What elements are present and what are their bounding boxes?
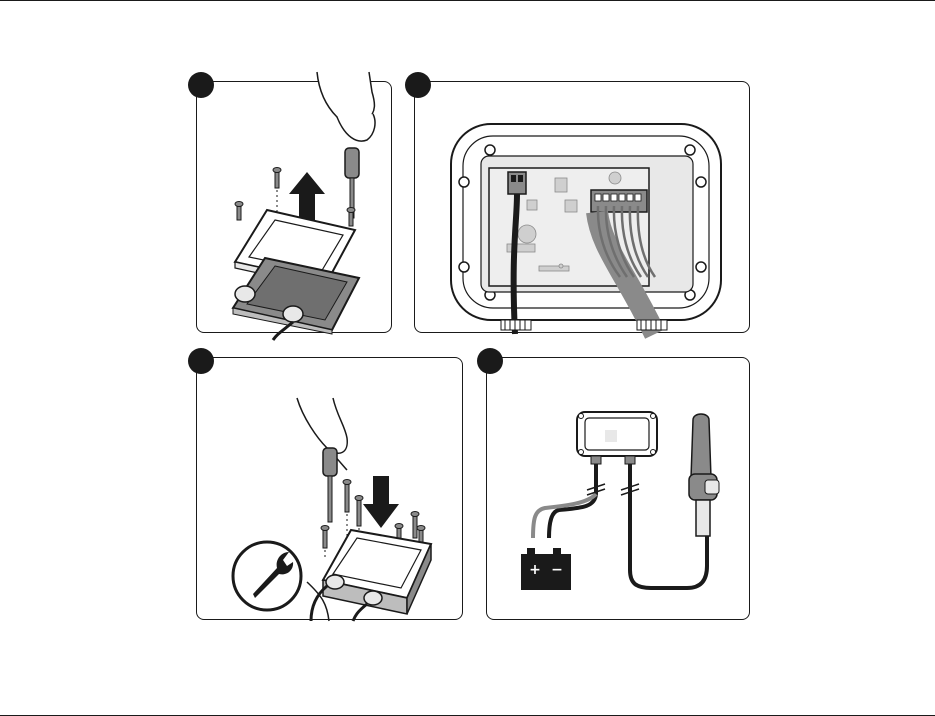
cable <box>353 604 367 621</box>
panel-remove-lid <box>196 81 392 333</box>
cable <box>273 322 293 340</box>
arrow-down-icon <box>363 476 399 528</box>
refit-lid-illustration <box>197 358 464 621</box>
cable-gland <box>501 320 667 330</box>
cable-gland <box>283 306 303 322</box>
battery-antenna-illustration: + − <box>487 358 751 621</box>
step-marker <box>188 348 214 374</box>
hand-icon <box>297 398 347 453</box>
wrench-icon <box>233 542 301 610</box>
step-marker <box>477 348 503 374</box>
antenna-icon <box>691 414 711 478</box>
panel-wire-terminals <box>414 81 750 333</box>
screwdriver-icon <box>345 148 359 178</box>
cable-gland <box>235 286 255 302</box>
top-rule <box>0 0 935 1</box>
cable-gland <box>364 591 382 605</box>
arrow-up-icon <box>289 172 325 222</box>
battery-plus-label: + <box>529 562 541 578</box>
remove-lid-illustration <box>197 82 393 334</box>
cable-gland <box>326 575 344 589</box>
step-marker <box>188 72 214 98</box>
power-connector <box>508 172 526 194</box>
panel-connect-power-antenna: + − <box>486 357 750 620</box>
screwdriver-icon <box>323 448 337 476</box>
battery-minus-label: − <box>551 562 563 578</box>
step-marker <box>405 72 431 98</box>
power-cable <box>514 194 517 334</box>
panel-refit-lid <box>196 357 463 620</box>
terminal-wiring-illustration <box>415 82 751 334</box>
